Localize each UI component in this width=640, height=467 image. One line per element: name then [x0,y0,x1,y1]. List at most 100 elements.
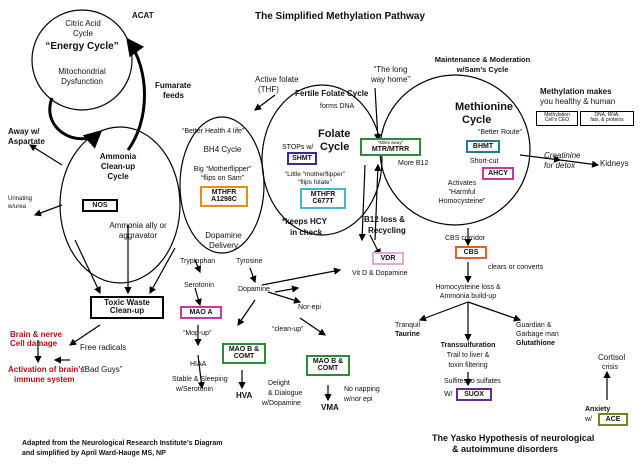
guardian-line2: Garbage man [516,331,559,338]
ammonia-ally-line2: aggravator [118,231,158,240]
mao-comt-2-line1: MAO B & [312,358,344,365]
clean-up-label: “clean-up” [272,326,304,333]
urinating-line2: w/urea [8,204,27,210]
hiaa-label: HIAA [190,361,207,368]
suox-box: SUOX [456,388,492,402]
free-radicals-label: Free radicals [80,343,127,352]
stable-sleeping-line2: w/Serotonin [176,386,213,393]
tranquil-line1: Tranquil [395,322,421,329]
delight-line2: & Dialogue [268,390,303,397]
dopamine-label: Dopamine [238,286,270,293]
mtr-mtrr-box: “Miles away” MTR/MTRR [360,138,421,157]
fumarate-line1: Fumarate [155,81,192,90]
fumarate-line2: feeds [163,91,184,100]
toxic-waste-box: Toxic Waste Clean-up [90,296,164,319]
folate-cycle-circle [261,84,383,236]
urinating-line1: Urinating [8,196,33,202]
mthfr-a1298c-line2: A1298C [211,196,237,204]
activates-line2: “Harmful [448,189,476,196]
cells-ceo-box: Methylation Cell’s CEO [536,111,578,126]
dna-rna-line1: DNA, RNA, [594,112,620,118]
nor-epi-label: Nor-epi [298,304,321,311]
active-folate-line1: Active folate [255,75,299,84]
energy-cycle-name: “Energy Cycle” [45,41,119,52]
hypothesis-line1: The Yasko Hypothesis of neurological [432,433,595,443]
little-motherflipper-line2: “flips folate” [298,179,332,186]
serotonin-label: Serotonin [184,282,214,289]
credit-line1: Adapted from the Neurological Research I… [22,440,223,447]
tryptophan-label: Tryptophan [180,258,216,265]
guardian-line1: Guardian & [516,322,552,329]
suox-label: SUOX [464,391,484,398]
energy-cycle-line5: Dysfunction [61,77,103,86]
anxiety-line1: Anxiety [585,406,611,413]
creatinine-line1: Creatinine [544,151,581,160]
away-aspartate-line1: Away w/ [8,127,40,136]
clears-converts-label: clears or converts [488,264,544,271]
mthfr-a1298c-line1: MTHFR [211,189,237,196]
immune-activation-line2: immune system [14,375,75,384]
short-cut-label: Short-cut [470,158,499,165]
folate-cycle-line2: Cycle [320,141,350,153]
vdr-box: VDR [372,252,404,266]
bh4-cycle-circle [179,116,265,254]
vdr-label: VDR [380,255,396,262]
ahcy-label: AHCY [488,170,508,177]
big-motherflipper-line1: Big “Motherflipper” [193,166,252,173]
methylation-makes-line2: you healthy & human [540,97,616,106]
bhmt-label: BHMT [472,143,494,150]
transsulfuration-line3: toxin filtering [448,362,488,369]
bh4-cycle-label: BH4 Cycle [203,145,242,154]
b12-loss-line2: Recycling [368,226,406,235]
ahcy-box: AHCY [482,167,514,181]
long-way-home-line2: way home” [370,75,411,84]
vit-d-label: Vit D & Dopamine [352,270,408,277]
shmt-box: SHMT [287,152,317,166]
dopamine-delivery-line2: Delivery [209,241,238,250]
maintenance-line1: Maintenance & Moderation [434,55,531,64]
creatinine-line2: for detox [544,161,576,170]
hcy-loss-line2: Ammonia build-up [439,293,497,300]
brain-damage-line2: Cell damage [10,339,58,348]
methionine-cycle-line2: Cycle [462,114,492,126]
cbs-corridor-label: CBS corridor [445,235,486,242]
little-motherflipper-line1: “Little “motherflipper” [285,171,345,178]
mthfr-a1298c-box: MTHFR A1298C [200,186,248,207]
ammonia-ally-line1: Ammonia ally or [109,221,167,230]
delight-line3: w/Dopamine [262,400,301,407]
ammonia-cycle-circle [59,126,181,284]
mtr-mtrr-small: “Miles away” [377,140,404,145]
kidneys-label: Kidneys [600,159,629,168]
ammonia-cycle-line3: Cycle [107,172,129,181]
sulfites-line2: W/ [444,391,453,398]
folate-cycle-line1: Folate [318,128,351,140]
mthfr-c677t-line2: C677T [312,198,334,206]
bad-guys-label: “Bad Guys” [82,365,123,374]
mthfr-c677t-box: MTHFR C677T [300,188,346,209]
no-napping-line1: No napping [344,386,380,393]
cortisol-line2: crisis [602,364,618,371]
cells-ceo-line2: Cell’s CEO [544,117,570,124]
ace-label: ACE [605,416,621,423]
activates-line1: Activates [447,180,477,187]
long-way-home-line1: “The long [373,65,408,74]
forms-dna-label: forms DNA [320,103,355,110]
ammonia-cycle-line2: Clean-up [100,162,136,171]
keeps-hcy-line2: in check [290,228,323,237]
brain-damage-line1: Brain & nerve [10,330,63,339]
mao-comt-1-line2: COMT [233,353,255,361]
tranquil-line2: Taurine [395,331,420,338]
fertile-folate-label: Fertile Folate Cycle [295,89,369,98]
dopamine-delivery-line1: Dopamine [205,231,242,240]
away-aspartate-line2: Aspartate [8,137,45,146]
methylation-makes-line1: Methylation makes [540,87,612,96]
guardian-line3: Glutathione [516,340,555,347]
diagram-title: The Simplified Methylation Pathway [255,11,426,22]
b12-loss-line1: B12 loss & [364,215,405,224]
cbs-box: CBS [455,246,487,260]
vma-label: VMA [321,403,339,412]
acat-label: ACAT [132,11,154,20]
mao-comt-box-2: MAO B & COMT [306,355,350,376]
cortisol-line1: Cortisol [598,353,626,362]
credit-line2: and simplified by April Ward-Hauge MS, N… [22,450,166,457]
